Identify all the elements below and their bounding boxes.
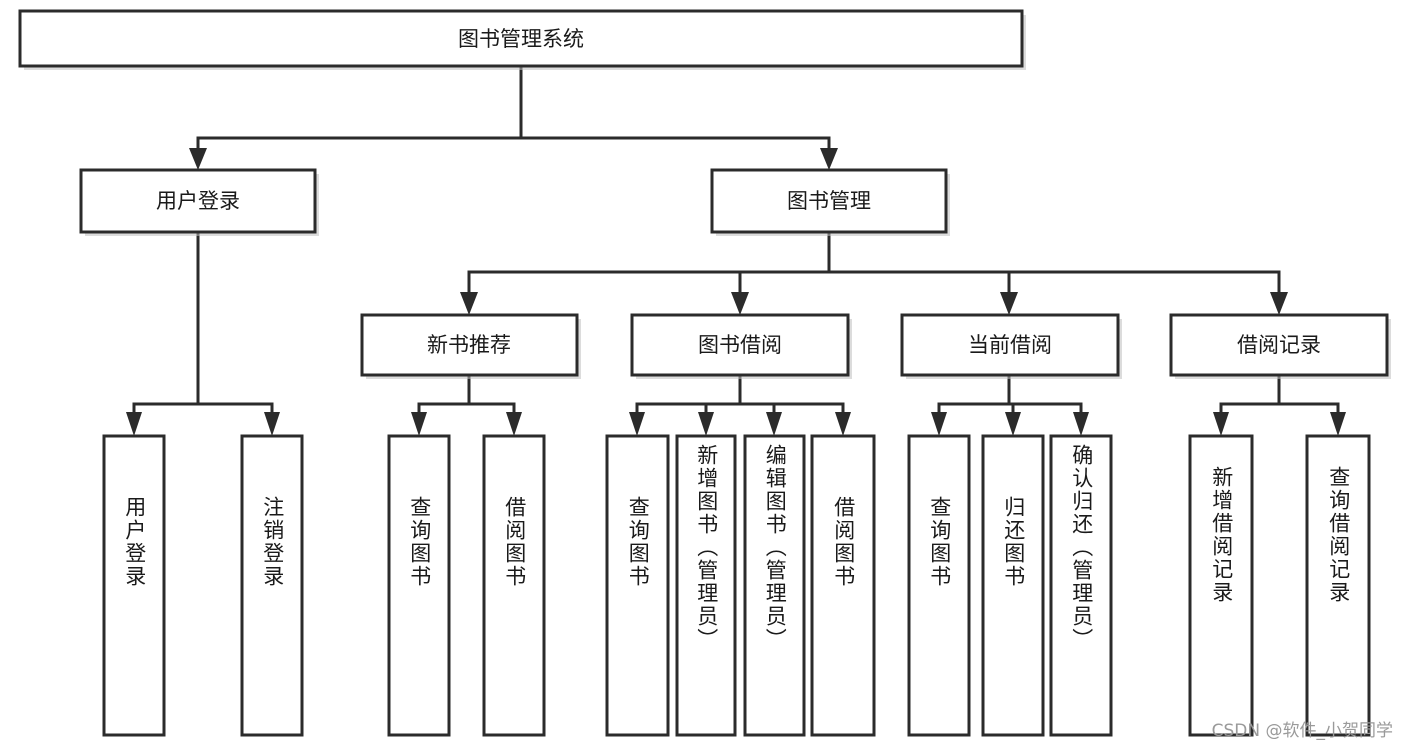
connector-group-login-to-leaves bbox=[126, 230, 280, 436]
arrow-head-leaf-borrow-book-1 bbox=[506, 412, 522, 436]
node-records[interactable]: 借阅记录 bbox=[1169, 313, 1391, 379]
node-newbook[interactable]: 新书推荐 bbox=[360, 313, 581, 379]
arrow-head-newbook bbox=[460, 292, 478, 315]
arrow-head-leaf-query-record bbox=[1330, 412, 1346, 436]
watermark-text: CSDN @软件_小贺同学 bbox=[1211, 721, 1393, 741]
connector-group-bookmgmt-to-level2 bbox=[460, 230, 1288, 315]
node-bookmgmt[interactable]: 图书管理 bbox=[710, 168, 950, 236]
node-borrow-box[interactable] bbox=[630, 313, 850, 377]
leaf-add-book-box[interactable] bbox=[675, 434, 737, 737]
arrow-head-records bbox=[1270, 292, 1288, 315]
arrow-head-login bbox=[189, 148, 207, 170]
arrow-head-leaf-add-book bbox=[698, 412, 714, 436]
leaf-borrow-book-2-box[interactable] bbox=[810, 434, 876, 737]
leaf-add-record-box[interactable] bbox=[1188, 434, 1254, 737]
leaf-boxes-group bbox=[102, 434, 1371, 737]
arrow-head-leaf-borrow-book-2 bbox=[835, 412, 851, 436]
leaf-query-book-3-box[interactable] bbox=[907, 434, 971, 737]
node-bookmgmt-box[interactable] bbox=[710, 168, 948, 234]
node-root[interactable]: 图书管理系统 bbox=[18, 9, 1026, 70]
node-current[interactable]: 当前借阅 bbox=[900, 313, 1122, 379]
leaf-user-logout-box[interactable] bbox=[240, 434, 304, 737]
arrow-head-leaf-return-book bbox=[1005, 412, 1021, 436]
node-records-label: 借阅记录 bbox=[1237, 333, 1321, 357]
connector-group-current-to-leaves bbox=[931, 373, 1089, 436]
node-current-label: 当前借阅 bbox=[968, 333, 1052, 357]
leaf-query-book-2-box[interactable] bbox=[605, 434, 670, 737]
node-borrow-label: 图书借阅 bbox=[698, 333, 782, 357]
node-bookmgmt-label: 图书管理 bbox=[787, 189, 871, 213]
node-newbook-box[interactable] bbox=[360, 313, 579, 377]
arrow-head-leaf-user-logout bbox=[264, 412, 280, 436]
leaf-query-book-1-box[interactable] bbox=[387, 434, 451, 737]
node-login[interactable]: 用户登录 bbox=[79, 168, 319, 236]
arrow-head-leaf-user-login bbox=[126, 412, 142, 436]
arrow-head-leaf-query-book-1 bbox=[411, 412, 427, 436]
node-login-label: 用户登录 bbox=[156, 189, 240, 213]
node-login-box[interactable] bbox=[79, 168, 317, 234]
leaf-return-book-box[interactable] bbox=[981, 434, 1045, 737]
connector-group-records-to-leaves bbox=[1213, 373, 1346, 436]
arrow-head-leaf-confirm-return bbox=[1073, 412, 1089, 436]
arrow-head-borrow bbox=[731, 292, 749, 315]
connector-group-newbook-to-leaves bbox=[411, 373, 522, 436]
node-root-box[interactable] bbox=[18, 9, 1024, 68]
leaf-borrow-book-1-box[interactable] bbox=[482, 434, 546, 737]
node-borrow[interactable]: 图书借阅 bbox=[630, 313, 852, 379]
leaf-edit-book-box[interactable] bbox=[743, 434, 806, 737]
leaf-user-login-box[interactable] bbox=[102, 434, 166, 737]
node-records-box[interactable] bbox=[1169, 313, 1389, 377]
arrow-head-leaf-query-book-2 bbox=[629, 412, 645, 436]
arrow-head-bookmgmt bbox=[820, 148, 838, 170]
connector-group-borrow-to-leaves bbox=[629, 373, 851, 436]
arrow-head-leaf-query-book-3 bbox=[931, 412, 947, 436]
connector-group-root-to-level1 bbox=[189, 64, 838, 170]
node-root-label: 图书管理系统 bbox=[458, 27, 584, 51]
node-current-box[interactable] bbox=[900, 313, 1120, 377]
arrow-head-leaf-add-record bbox=[1213, 412, 1229, 436]
leaf-query-record-box[interactable] bbox=[1305, 434, 1371, 737]
arrow-head-current bbox=[1000, 292, 1018, 315]
leaf-confirm-return-box[interactable] bbox=[1049, 434, 1113, 737]
node-newbook-label: 新书推荐 bbox=[427, 333, 511, 357]
arrow-head-leaf-edit-book bbox=[766, 412, 782, 436]
